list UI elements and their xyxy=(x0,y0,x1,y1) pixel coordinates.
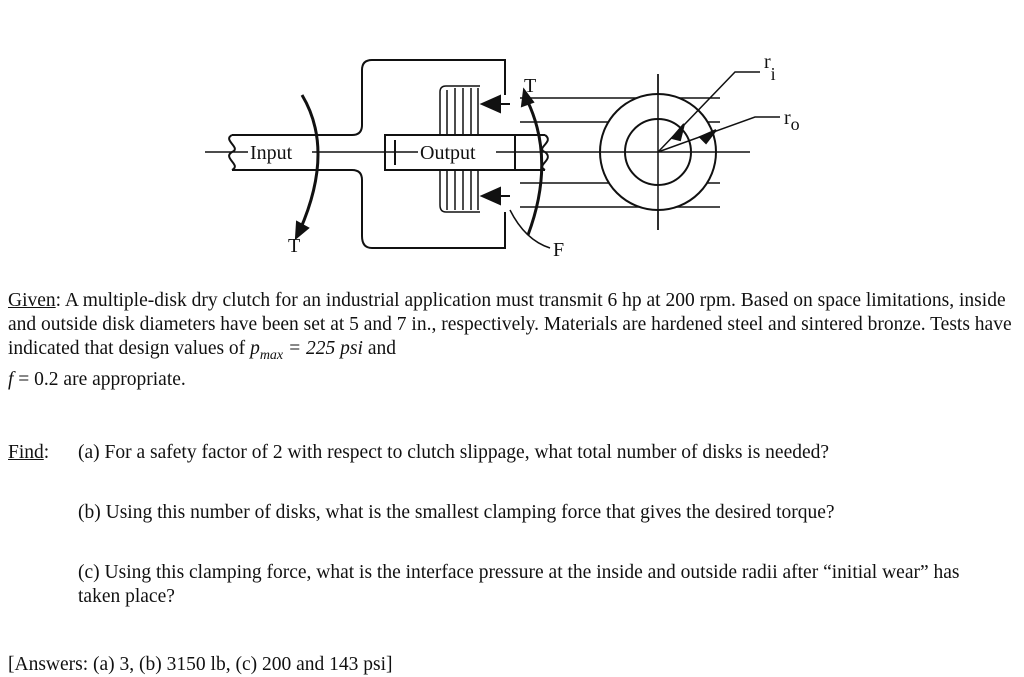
answers: [Answers: (a) 3, (b) 3150 lb, (c) 200 an… xyxy=(8,654,393,675)
input-label: Input xyxy=(250,142,293,164)
force-leader xyxy=(509,209,551,249)
find-part-b: (b) Using this number of disks, what is … xyxy=(78,502,835,523)
output-label: Output xyxy=(420,142,476,164)
clutch-diagram: Input Output T T F ri ro xyxy=(205,51,800,261)
torque-top-label: T xyxy=(524,75,536,97)
input-shaft xyxy=(228,134,352,171)
disk-end-view xyxy=(520,71,780,230)
input-torque-arrow xyxy=(298,94,320,231)
input-housing xyxy=(351,59,506,249)
output-torque-arrow xyxy=(525,99,544,236)
disk-pack-top xyxy=(439,85,480,135)
inner-radius-label: ri xyxy=(764,51,776,84)
force-label: F xyxy=(553,239,564,261)
outer-radius-label: ro xyxy=(784,107,800,134)
torque-bottom-label: T xyxy=(288,235,300,257)
find-label: Find: xyxy=(8,442,50,463)
find-part-a: (a) For a safety factor of 2 with respec… xyxy=(78,442,830,463)
given-paragraph: Given: A multiple-disk dry clutch for an… xyxy=(8,290,1012,390)
pmax-symbol: pmax xyxy=(250,338,284,363)
given-label: Given xyxy=(8,290,56,311)
disk-pack-bottom xyxy=(439,170,480,213)
force-arrows xyxy=(479,94,510,206)
find-part-c: (c) Using this clamping force, what is t… xyxy=(78,562,960,607)
